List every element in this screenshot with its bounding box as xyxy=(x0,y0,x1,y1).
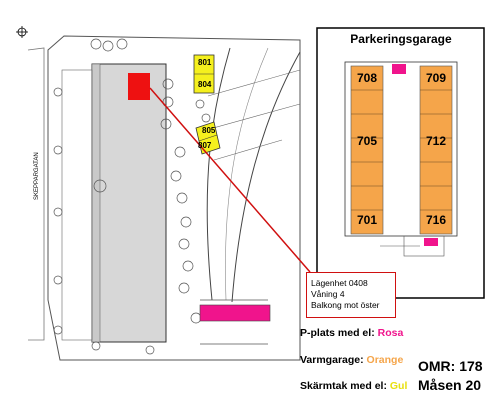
legend-ev-value: Rosa xyxy=(377,327,404,339)
trees xyxy=(53,38,211,355)
garage-spot-712: 712 xyxy=(426,134,447,148)
garage-spot-709: 709 xyxy=(426,71,447,85)
spot-805: 805 xyxy=(202,126,216,135)
apartment-callout: Lägenhet 0408 Våning 4 Balkong mot öster xyxy=(306,272,396,318)
property-name: Måsen 20 xyxy=(418,377,482,393)
legend-roof-value: Gul xyxy=(389,380,408,392)
garage-spot-705: 705 xyxy=(357,134,378,148)
road-curve xyxy=(206,47,231,301)
legend-warm-label: Varmgarage: xyxy=(300,354,367,366)
road-curve-2 xyxy=(231,51,301,303)
garage-spot-708: 708 xyxy=(357,71,378,85)
callout-line-3: Balkong mot öster xyxy=(311,300,380,310)
spot-807: 807 xyxy=(198,141,212,150)
garage-pink-bottom xyxy=(424,238,438,246)
main-building xyxy=(91,63,167,343)
ev-parking-spots xyxy=(199,304,271,322)
legend-ev: P-plats med el: Rosa xyxy=(300,327,403,339)
road-curve-3 xyxy=(225,47,269,301)
apartment-marker xyxy=(128,73,150,100)
garage-left-row xyxy=(350,65,384,235)
street-label: SKEPPARGATAN xyxy=(34,152,40,200)
legend-roof-label: Skärmtak med el: xyxy=(300,380,390,392)
callout-line-1: Lägenhet 0408 xyxy=(311,278,368,288)
legend-warm: Varmgarage: Orange xyxy=(300,354,403,366)
omr-number: OMR: 178 xyxy=(418,358,483,374)
garage-right-row xyxy=(419,65,453,235)
garage-pink-top xyxy=(392,64,406,74)
spot-801: 801 xyxy=(198,58,212,67)
legend-ev-label: P-plats med el: xyxy=(300,327,378,339)
pointer-line xyxy=(149,87,311,273)
spot-804: 804 xyxy=(198,80,212,89)
legend-roof: Skärmtak med el: Gul xyxy=(300,380,407,392)
callout-line-2: Våning 4 xyxy=(311,289,345,299)
garage-spot-716: 716 xyxy=(426,213,447,227)
north-arrow-icon xyxy=(16,26,28,38)
site-boundary xyxy=(47,35,301,361)
garage-title: Parkeringsgarage xyxy=(350,32,452,46)
legend-warm-value: Orange xyxy=(366,354,404,366)
garage-spot-701: 701 xyxy=(357,213,378,227)
road-edge xyxy=(27,47,45,341)
